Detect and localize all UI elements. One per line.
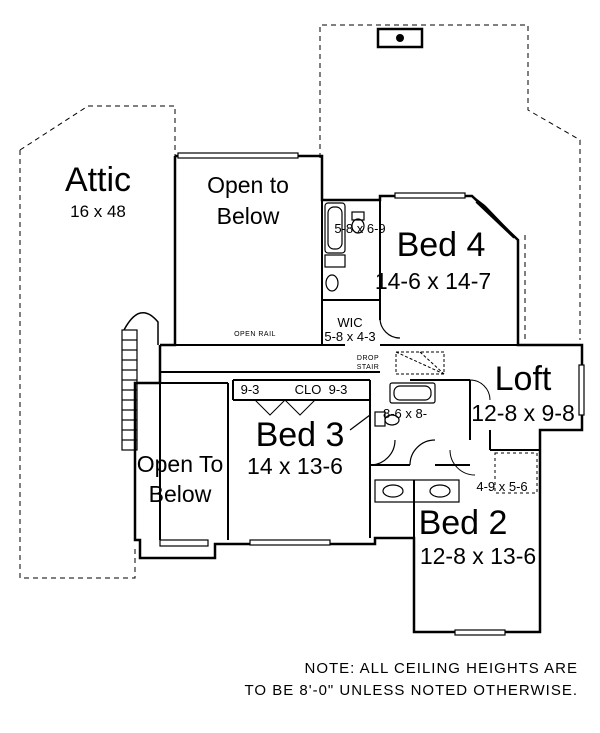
wic-label: WIC xyxy=(337,315,363,330)
note-line2: TO BE 8'-0" UNLESS NOTED OTHERWISE. xyxy=(244,682,578,699)
attic-dashed-outline xyxy=(19,24,581,579)
closet2-dims: 4-9 x 5-6 xyxy=(476,479,528,494)
open-to-below-left-line2: Below xyxy=(148,481,212,507)
clo-dim-b: 9-3 xyxy=(328,382,348,397)
closet-doors-bed3 xyxy=(254,379,491,476)
loft-dims: 12-8 x 9-8 xyxy=(471,400,575,426)
interior-dashed xyxy=(494,452,538,494)
attic-dims: 16 x 48 xyxy=(70,202,126,221)
open-to-below-top-line2: Below xyxy=(216,203,280,229)
drop-label: DROP xyxy=(356,355,380,362)
vanity-sinks xyxy=(374,479,460,503)
bed2-dims: 12-8 x 13-6 xyxy=(419,543,537,569)
clo-label: CLO xyxy=(294,382,322,397)
drop-stair xyxy=(395,351,445,375)
bed2-label: Bed 2 xyxy=(418,504,508,542)
bath-upper-dims: 5-8 x 6-9 xyxy=(334,221,386,236)
stair-label: STAIR xyxy=(356,364,380,371)
windows-bottom xyxy=(159,152,585,636)
bath-fixtures-mid xyxy=(349,382,436,466)
wic-dims: 5-8 x 4-3 xyxy=(324,329,376,344)
loft-label: Loft xyxy=(494,360,552,398)
stair xyxy=(121,312,159,451)
interior-walls xyxy=(159,200,582,540)
bed3-label: Bed 3 xyxy=(255,416,345,454)
clo-dim-a: 9-3 xyxy=(240,382,260,397)
open-to-below-top-line1: Open to xyxy=(207,172,289,198)
attic-label: Attic xyxy=(64,161,132,199)
bay-window xyxy=(471,195,519,241)
note-line1: NOTE: ALL CEILING HEIGHTS ARE xyxy=(304,660,578,677)
open-to-below-left-line1: Open To xyxy=(136,451,224,477)
open-rail-label: OPEN RAIL xyxy=(234,331,276,338)
bed4-dims: 14-6 x 14-7 xyxy=(374,268,492,294)
bed3-dims: 14 x 13-6 xyxy=(247,453,343,479)
bath-fixtures-upper xyxy=(324,202,401,339)
bath-mid-dims: 8-6 x 8- xyxy=(382,406,428,421)
bed4-label: Bed 4 xyxy=(396,226,486,264)
chimney-icon xyxy=(376,27,424,49)
